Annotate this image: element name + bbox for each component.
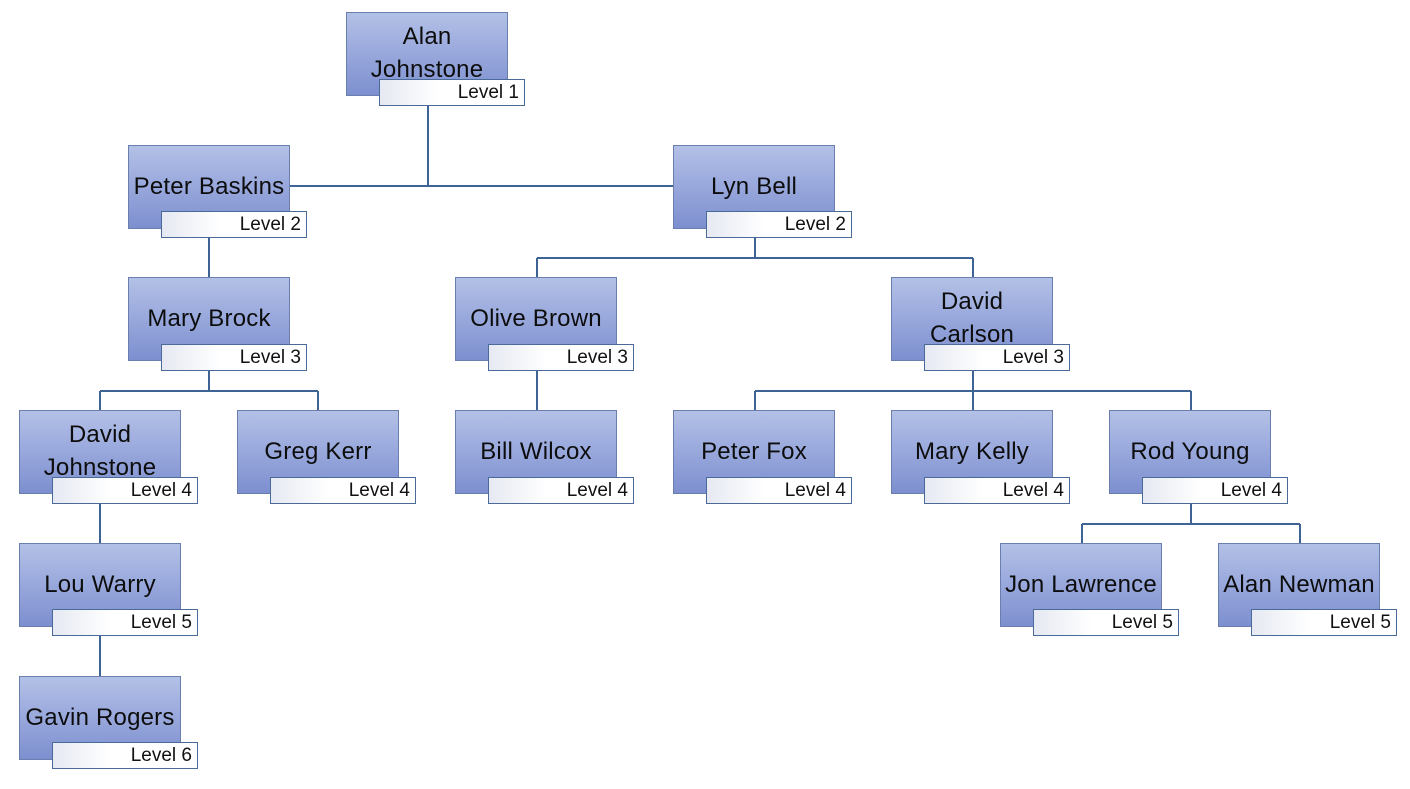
node-name: Lyn Bell [710,172,798,200]
level-badge: Level 5 [52,609,198,636]
node-peter-baskins[interactable]: Peter Baskins [128,145,290,229]
node-name: David Johnstone [43,421,157,481]
node-name: Alan Newman [1223,570,1375,598]
node-name: Lou Warry [44,570,156,598]
level-badge: Level 3 [488,344,634,371]
node-name: Bill Wilcox [480,437,592,465]
level-badge: Level 3 [161,344,307,371]
level-badge: Level 4 [1142,477,1288,504]
node-name: Mary Brock [147,304,271,332]
node-name: Jon Lawrence [1005,570,1157,598]
level-badge: Level 1 [379,79,525,106]
node-name: Rod Young [1130,437,1250,465]
level-badge: Level 6 [52,742,198,769]
node-lyn-bell[interactable]: Lyn Bell [673,145,835,229]
node-name: Mary Kelly [914,437,1030,465]
level-badge: Level 2 [706,211,852,238]
node-mary-brock[interactable]: Mary Brock [128,277,290,361]
node-bill-wilcox[interactable]: Bill Wilcox [455,410,617,494]
node-name: David Carlson [929,288,1015,348]
node-name: Gavin Rogers [25,703,175,731]
level-badge: Level 3 [924,344,1070,371]
node-name: Greg Kerr [264,437,372,465]
level-badge: Level 4 [706,477,852,504]
level-badge: Level 5 [1033,609,1179,636]
node-name: Olive Brown [470,304,602,332]
node-name: Peter Fox [701,437,807,465]
level-badge: Level 4 [270,477,416,504]
level-badge: Level 2 [161,211,307,238]
node-name: Peter Baskins [133,172,285,200]
level-badge: Level 5 [1251,609,1397,636]
level-badge: Level 4 [924,477,1070,504]
node-name: Alan Johnstone [370,23,484,83]
level-badge: Level 4 [52,477,198,504]
level-badge: Level 4 [488,477,634,504]
